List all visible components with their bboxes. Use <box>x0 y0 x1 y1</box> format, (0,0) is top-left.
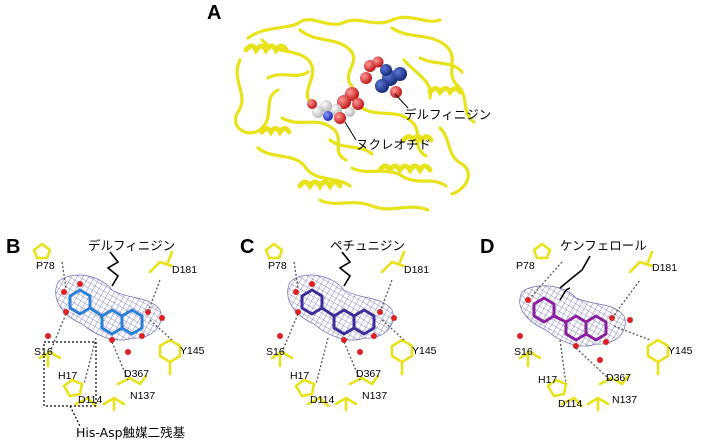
panel-c-residue-n137: N137 <box>362 390 387 402</box>
panel-d-residue-d367: D367 <box>606 372 631 384</box>
panel-b-residue-p78: P78 <box>36 260 55 272</box>
panel-c-residue-d181: D181 <box>404 264 429 276</box>
panel-b-structure <box>56 275 162 343</box>
panel-b-residue-d114: D114 <box>78 394 102 406</box>
nucleotide-pointer-line <box>345 122 356 140</box>
panel-c-ligand-label: ペチュニジン <box>330 235 405 254</box>
panel-b-residue-s16: S16 <box>34 346 53 358</box>
panel-c-structure <box>288 275 394 343</box>
panel-b-residue-n137: N137 <box>130 390 155 402</box>
panel-b-letter: B <box>6 236 20 259</box>
panel-c-residue-p78: P78 <box>268 260 287 272</box>
panel-b-ligand-label: デルフィニジン <box>88 235 175 254</box>
nucleotide-spheres <box>307 87 364 124</box>
panel-b-residue-d181: D181 <box>172 264 197 276</box>
panel-c-letter: C <box>240 236 254 259</box>
panel-b-residue-h17: H17 <box>58 370 77 382</box>
panel-d-ligand-label: ケンフェロール <box>560 235 647 254</box>
panel-d-residue-y145: Y145 <box>668 345 693 357</box>
panel-d-residue-p78: P78 <box>516 260 535 272</box>
delphinidin-spheres <box>360 57 407 99</box>
panel-a-nucleotide-label: ヌクレオチド <box>356 134 431 153</box>
panel-c-residue-h17: H17 <box>290 370 309 382</box>
panel-d-residue-d181: D181 <box>652 262 677 274</box>
panel-c-residue-d114: D114 <box>310 394 334 406</box>
panel-d-residue-s16: S16 <box>514 346 533 358</box>
panel-c-residue-s16: S16 <box>266 346 285 358</box>
panel-b-residue-d367: D367 <box>124 368 149 380</box>
panel-d-structure <box>520 286 626 349</box>
panel-d-letter: D <box>480 236 494 259</box>
panel-d-residue-n137: N137 <box>612 394 637 406</box>
panel-b-residue-y145: Y145 <box>180 345 205 357</box>
panel-c-residue-y145: Y145 <box>412 345 437 357</box>
panel-a-delphinidin-label: デルフィニジン <box>404 104 491 123</box>
panel-d-residue-h17: H17 <box>538 374 557 386</box>
his-asp-dyad-label: His-Asp触媒二残基 <box>76 422 185 441</box>
panel-d-residue-d114: D114 <box>558 398 582 410</box>
panel-c-residue-d367: D367 <box>356 368 381 380</box>
